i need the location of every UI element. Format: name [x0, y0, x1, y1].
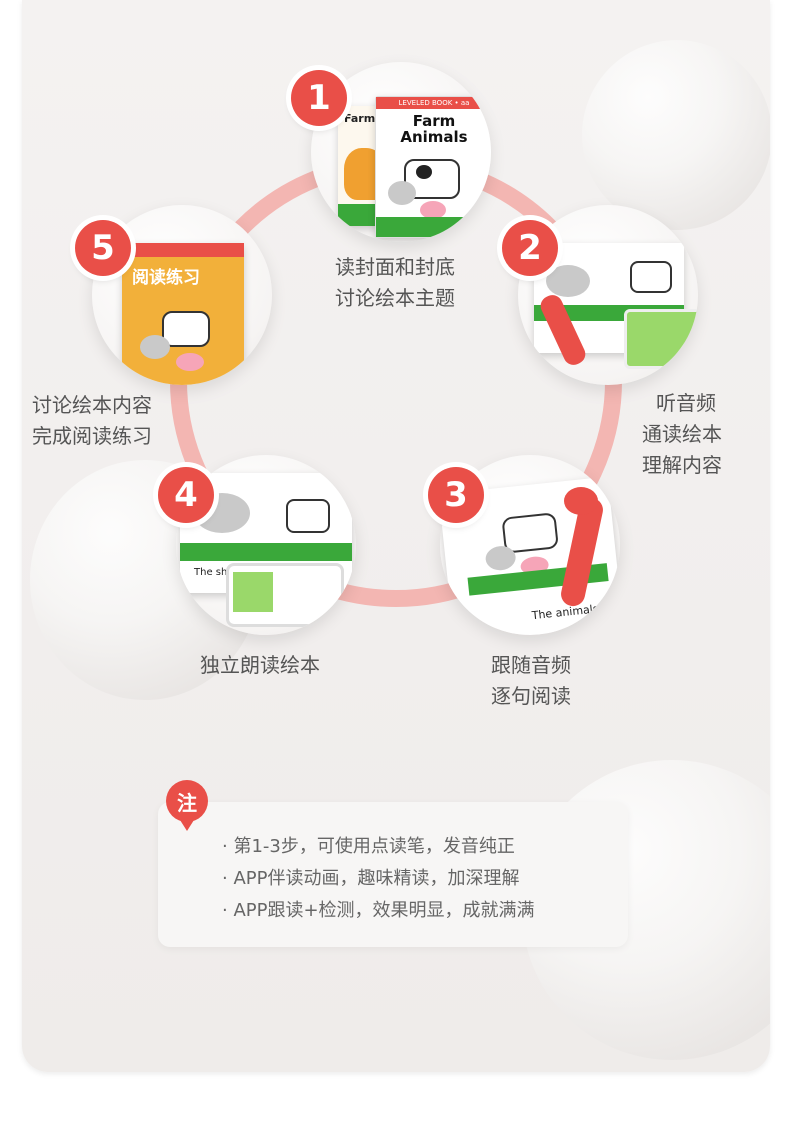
caption-line: 跟随音频: [491, 650, 571, 681]
step-2-caption: 听音频 通读绘本 理解内容: [650, 388, 722, 481]
note-item: · APP跟读+检测，效果明显，成就满满: [222, 896, 535, 922]
step-3-badge: 3: [428, 467, 484, 523]
cow-illustration: [630, 261, 672, 293]
phone-screen: [226, 563, 344, 627]
caption-line: 完成阅读练习: [32, 421, 152, 452]
caption-line: 听音频: [650, 388, 722, 419]
step-1-badge: 1: [291, 70, 347, 126]
caption-line: 逐句阅读: [491, 681, 571, 712]
caption-line: 读封面和封底: [335, 252, 455, 283]
grass-illustration: [180, 543, 352, 561]
note-badge: 注: [166, 780, 208, 822]
note-item: · 第1-3步，可使用点读笔，发音纯正: [222, 832, 515, 858]
book-banner: LEVELED BOOK • aa: [376, 97, 491, 109]
book-page-text: The sh: [194, 567, 227, 578]
cow-illustration: [286, 499, 330, 533]
step-4-caption: 独立朗读绘本: [200, 650, 320, 681]
step-2-badge: 2: [502, 220, 558, 276]
workbook-banner: [122, 243, 244, 257]
step-4-badge: 4: [158, 467, 214, 523]
grass-illustration: [376, 217, 491, 237]
book-front-cover: LEVELED BOOK • aa Farm Animals: [375, 96, 491, 238]
decorative-sphere: [582, 40, 770, 230]
cow-spot: [416, 165, 432, 179]
step-1-caption: 读封面和封底 讨论绘本主题: [335, 252, 455, 314]
sheep-illustration: [546, 265, 590, 297]
caption-line: 通读绘本: [642, 419, 722, 450]
phone-illustration: [233, 572, 273, 612]
caption-line: 独立朗读绘本: [200, 650, 320, 681]
step-3-caption: 跟随音频 逐句阅读: [491, 650, 571, 712]
caption-line: 理解内容: [642, 450, 722, 481]
step-5-caption: 讨论绘本内容 完成阅读练习: [32, 390, 152, 452]
book-page-text: The animals: [531, 602, 599, 622]
caption-line: 讨论绘本内容: [32, 390, 152, 421]
pen-head-icon: [564, 487, 598, 515]
tablet-screen: [624, 309, 698, 369]
sheep-illustration: [140, 335, 170, 359]
sheep-illustration: [388, 181, 416, 205]
note-item: · APP伴读动画，趣味精读，加深理解: [222, 864, 519, 890]
cow-illustration: [162, 311, 210, 347]
workbook-title: 阅读练习: [132, 263, 244, 288]
step-5-badge: 5: [75, 220, 131, 276]
workbook-cover: 阅读练习: [122, 243, 244, 385]
pig-illustration: [176, 353, 204, 371]
book-title: Farm Animals: [399, 113, 469, 145]
caption-line: 讨论绘本主题: [335, 283, 455, 314]
